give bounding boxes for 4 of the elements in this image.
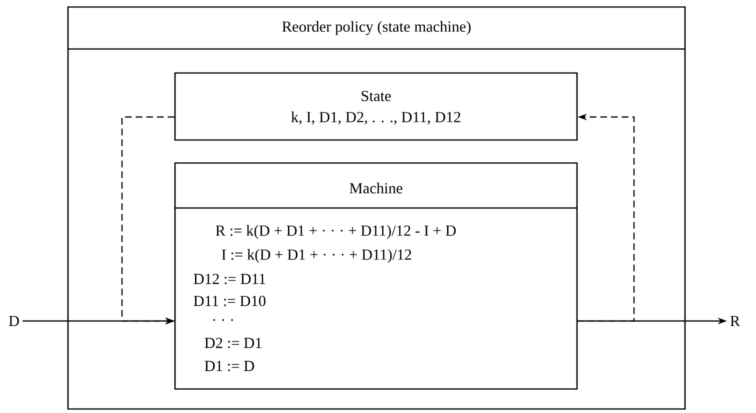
signal-label: R	[730, 316, 740, 326]
machine-box: Machine R := k(D + D1 + · · · + D11)/12 - I + D I := k(D + D1 + · · · + D11)/12 D12 := D11 D11 := D10 . . . D2 := D1 D1 := D	[174, 162, 578, 390]
state-box: State k, I, D1, D2, . . ., D11, D12	[174, 72, 578, 141]
signal-label: D	[8, 316, 19, 326]
